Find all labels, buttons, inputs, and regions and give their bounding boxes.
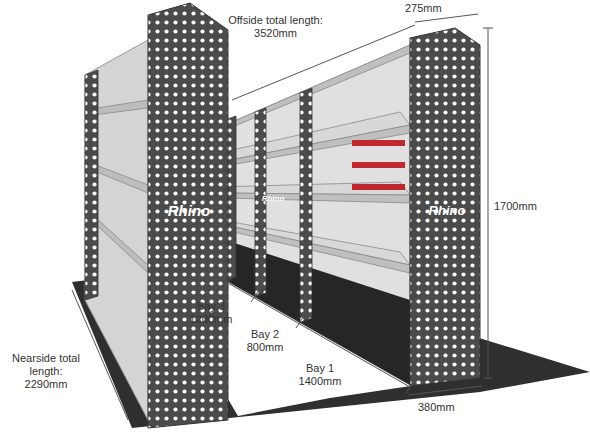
dimension-label: Nearside total length: 2290mm (8, 352, 84, 392)
right-shelf (225, 125, 410, 166)
dimension-label: 1700mm (494, 200, 554, 213)
bay-label: Bay 1 1400mm (294, 362, 346, 388)
right-end-panel (410, 28, 480, 386)
depth-dimension (415, 14, 478, 22)
dimension-label: 380mm (418, 401, 468, 414)
dimension-label: 275mm (405, 2, 455, 15)
left-rack-back (85, 40, 148, 420)
height-dimension (488, 28, 489, 378)
bay-label: Bay 2 800mm (240, 328, 290, 354)
dimension-tick (296, 316, 304, 328)
bay-label: Bay 3 1200mm (186, 300, 236, 326)
brand-logo: Rhino (418, 203, 476, 219)
drawer-handle (352, 140, 405, 146)
dimension-label: Offside total length: 3520mm (228, 14, 323, 40)
width-dimension (408, 386, 482, 395)
drawer-handle (352, 184, 405, 190)
dimension-tick (406, 381, 414, 393)
left-rear-panel (85, 70, 98, 300)
dimension-lines (72, 14, 493, 420)
drawer-handle (352, 162, 405, 168)
brand-logo: Rhino (158, 202, 220, 220)
nearside-dimension (72, 290, 128, 420)
brand-logo: Rhino (256, 194, 290, 204)
left-end-panel (148, 3, 228, 428)
dimension-tick (483, 378, 493, 379)
dimension-tick (483, 28, 493, 29)
divider-panel (300, 88, 312, 323)
dimension-tick (251, 290, 259, 302)
right-shelf (225, 193, 410, 203)
dimension-tick (224, 277, 232, 289)
